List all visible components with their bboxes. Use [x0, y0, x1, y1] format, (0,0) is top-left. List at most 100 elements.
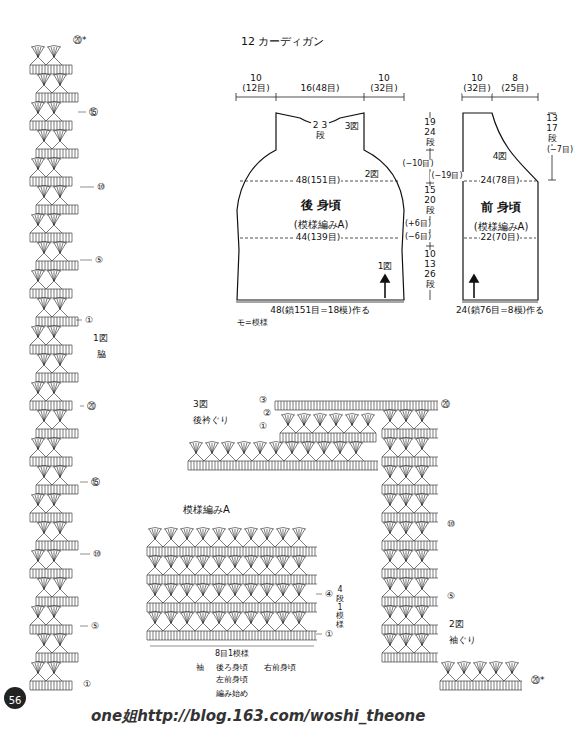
stitch-row [30, 158, 72, 187]
piece-label: 後 身頃 [299, 198, 343, 212]
dimension-label: (12目) [241, 84, 270, 94]
dimension-label: 10 13 26 段 [421, 250, 439, 290]
dimension-label: (32目) [462, 84, 491, 94]
dimension-label: 10 [470, 74, 483, 84]
stitch-row [382, 578, 438, 607]
stitch-row [382, 438, 438, 467]
dimension-label: 後ろ身頃 [215, 664, 249, 673]
stitch-row [382, 410, 438, 439]
piece-label: (模様編みA) [472, 221, 531, 233]
callout-number: 3図 [192, 400, 209, 410]
callout-number: ⑩ [92, 550, 102, 560]
stitch-row [36, 410, 78, 439]
stitch-row [30, 550, 72, 579]
stitch-row [382, 494, 438, 523]
dimension-label: 1図 [377, 262, 394, 272]
dimension-label: 15 20 段 [421, 186, 439, 216]
stitch-row [30, 270, 72, 299]
dimension-label: 模様編みA [182, 504, 231, 515]
dimension-label: ① [324, 630, 334, 640]
callout-number: ⑩ [96, 183, 106, 193]
dimension-label: 19 24 段 [421, 118, 439, 148]
dimension-label: 22(70目) [480, 233, 521, 243]
dimension-label: 4段1模様 [335, 586, 345, 630]
dimension-label: ④ [324, 590, 334, 600]
dimension-label: (25目) [500, 84, 529, 94]
dimension-label: 13 17 段 [543, 114, 561, 144]
callout-number: ③ [258, 396, 268, 406]
stitch-row [36, 298, 78, 327]
stitch-row [30, 326, 72, 355]
callout-number: ⑤ [94, 256, 104, 266]
stitch-row [280, 414, 376, 443]
stitch-row [36, 578, 78, 607]
stitch-row [382, 522, 438, 551]
dimension-label: 4図 [492, 152, 509, 162]
stitch-row [147, 556, 317, 585]
dimension-lines [236, 93, 556, 302]
dimension-label: (−19目) [430, 172, 463, 181]
stitch-symbols [30, 46, 522, 691]
callout-number: 脇 [96, 350, 107, 360]
dimension-label: 48(鎖151目=18模)作る [269, 306, 371, 316]
dimension-label: 8目1模様 [214, 650, 250, 659]
stitch-row [30, 494, 72, 523]
callout-number: ① [258, 422, 268, 432]
callout-number: ⑩ [446, 520, 456, 530]
dimension-label: 10 [377, 74, 390, 84]
stitch-row [36, 130, 78, 159]
callout-number: 1図 [92, 334, 109, 344]
garment-piece: 前 身頃 (模様編みA) [462, 110, 540, 302]
dimension-label: 右前身頃 [263, 664, 297, 673]
stitch-row [30, 214, 72, 243]
dimension-label: 48(151目) [295, 176, 342, 186]
callout-number: ⑤ [446, 592, 456, 602]
stitch-row [382, 606, 438, 635]
stitch-row [36, 634, 78, 663]
callout-number: ⑮ [88, 108, 99, 118]
stitch-row [30, 606, 72, 635]
stitch-row [30, 662, 72, 691]
callout-number: ⑳* [530, 676, 546, 686]
callout-number: ⑤ [90, 622, 100, 632]
piece-label: 56 [7, 695, 24, 707]
stitch-row [30, 382, 72, 411]
dimension-label: 24(78目) [480, 176, 521, 186]
stitch-row [36, 242, 78, 271]
callout-number: ② [262, 409, 272, 419]
stitch-row [147, 612, 317, 641]
callout-number: 2図 [448, 620, 465, 630]
page-title: 12 カーディガン [240, 36, 326, 48]
stitch-row [147, 528, 317, 557]
callout-number: ⑳ [440, 400, 451, 410]
dimension-label: モ=模様 [236, 319, 269, 328]
dimension-label: 10 [249, 74, 262, 84]
stitch-row [36, 354, 78, 383]
leader-lines [76, 112, 322, 646]
stitch-row [36, 186, 78, 215]
stitch-row [30, 438, 72, 467]
stitch-row [147, 584, 317, 613]
stitch-row [36, 74, 78, 103]
dimension-label: 8 [511, 74, 519, 84]
callout-number: ⑳ [86, 402, 97, 412]
stitch-row [382, 550, 438, 579]
dimension-label: 編み始め [215, 690, 249, 699]
callout-number: 後衿ぐり [192, 416, 230, 426]
dimension-label: 袖 [195, 664, 205, 673]
dimension-label: 16(48目) [300, 84, 341, 94]
stitch-row [36, 522, 78, 551]
callout-number: ⑮ [90, 478, 101, 488]
stitch-row [382, 634, 438, 663]
dimension-label: (−6目) [404, 233, 432, 242]
stitch-row [30, 102, 72, 131]
page-number: 56 [3, 686, 27, 710]
stitch-row [188, 442, 378, 471]
dimension-label: 左前身頃 [215, 676, 249, 685]
dimension-label: 44(139目) [295, 233, 342, 243]
piece-label: (模様編みA) [292, 219, 351, 231]
stitch-row [440, 662, 522, 691]
stitch-row [36, 466, 78, 495]
dimension-label: 2図 [364, 170, 381, 180]
piece-label: 前 身頃 [479, 200, 523, 214]
